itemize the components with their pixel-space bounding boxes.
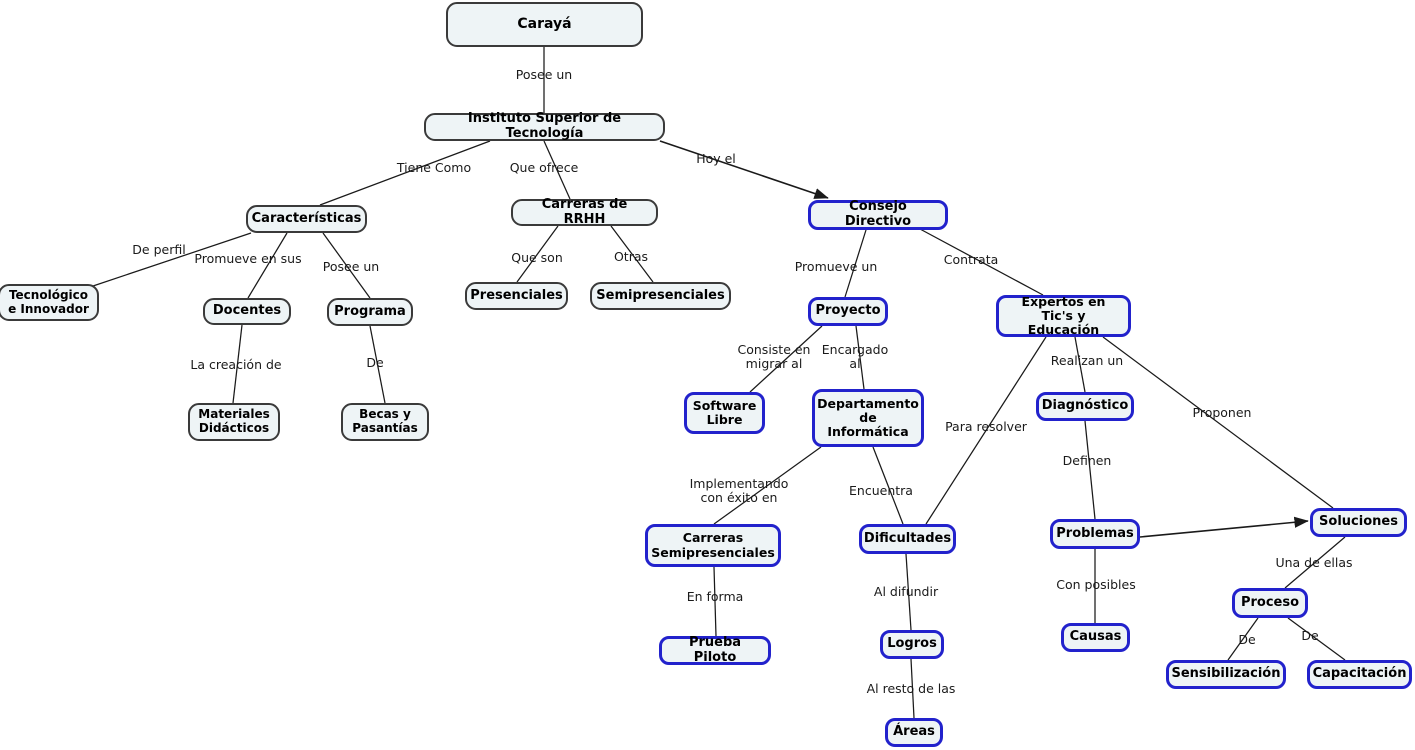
node-capacitacion[interactable]: Capacitación [1307, 660, 1412, 689]
edge-label-posee-un: Posee un [515, 67, 573, 82]
node-software[interactable]: Software Libre [684, 392, 765, 434]
edge-label-la-creacion-de: La creación de [190, 357, 282, 372]
node-semipresenciales[interactable]: Semipresenciales [590, 282, 731, 310]
edge-label-al-resto-de-las: Al resto de las [866, 681, 956, 696]
edge-label-encuentra: Encuentra [849, 483, 913, 498]
edge-label-definen: Definen [1062, 453, 1112, 468]
node-carreras_semi[interactable]: Carreras Semipresenciales [645, 524, 781, 567]
node-instituto[interactable]: Instituto Superior de Tecnología [424, 111, 665, 141]
node-diagnostico[interactable]: Diagnóstico [1036, 392, 1134, 421]
edge-label-tiene-como: Tiene Como [396, 160, 472, 175]
edge-label-de: De [366, 355, 384, 370]
node-soluciones[interactable]: Soluciones [1310, 508, 1407, 537]
edge-label-con-posibles: Con posibles [1056, 577, 1136, 592]
node-problemas[interactable]: Problemas [1050, 519, 1140, 549]
edge-label-de: De [1238, 632, 1256, 647]
edge-label-contrata: Contrata [943, 252, 999, 267]
node-carreras_rrhh[interactable]: Carreras de RRHH [511, 197, 658, 226]
node-proceso[interactable]: Proceso [1232, 588, 1308, 618]
edge-label-posee-un: Posee un [322, 259, 380, 274]
node-sensibilizacion[interactable]: Sensibilización [1166, 660, 1286, 689]
edge-label-al-difundir: Al difundir [873, 584, 939, 599]
edge-label-promueve-un: Promueve un [794, 259, 878, 274]
node-docentes[interactable]: Docentes [203, 298, 291, 325]
edge-label-proponen: Proponen [1192, 405, 1252, 420]
edge-instituto-to-consejo [659, 140, 829, 199]
edge-label-en-forma: En forma [686, 589, 744, 604]
edge-expertos-to-soluciones [1102, 336, 1334, 509]
node-presenciales[interactable]: Presenciales [465, 282, 568, 310]
edge-label-una-de-ellas: Una de ellas [1275, 555, 1353, 570]
node-proyecto[interactable]: Proyecto [808, 297, 888, 326]
node-prueba_piloto[interactable]: Prueba Piloto [659, 635, 771, 665]
node-departamento[interactable]: Departamento de Informática [812, 389, 924, 447]
edge-label-otras: Otras [613, 249, 649, 264]
edge-label-que-ofrece: Que ofrece [509, 160, 579, 175]
edge-label-implementando-con-exito-en: Implementando con éxito en [689, 476, 789, 506]
edge-label-de-perfil: De perfil [132, 242, 186, 257]
edge-label-de: De [1301, 628, 1319, 643]
edge-label-hoy-el: Hoy el [696, 151, 736, 166]
node-areas[interactable]: Áreas [885, 718, 943, 747]
node-materiales[interactable]: Materiales Didácticos [188, 403, 280, 441]
node-dificultades[interactable]: Dificultades [859, 524, 956, 554]
edge-label-para-resolver: Para resolver [945, 419, 1027, 434]
edge-label-que-son: Que son [511, 250, 563, 265]
edge-problemas-to-soluciones [1139, 516, 1309, 538]
edge-label-consiste-en-migrar-al: Consiste en migrar al [737, 342, 811, 372]
node-tecnologico[interactable]: Tecnológico e Innovador [0, 284, 99, 321]
node-caracteristicas[interactable]: Características [246, 205, 367, 233]
edge-label-realizan-un: Realizan un [1050, 353, 1124, 368]
node-caraya[interactable]: Carayá [446, 2, 643, 47]
node-causas[interactable]: Causas [1061, 623, 1130, 652]
node-expertos[interactable]: Expertos en Tic's y Educación [996, 294, 1131, 337]
node-logros[interactable]: Logros [880, 630, 944, 659]
node-becas[interactable]: Becas y Pasantías [341, 403, 429, 441]
edge-diagnostico-to-problemas [1084, 420, 1096, 520]
node-consejo[interactable]: Consejo Directivo [808, 199, 948, 230]
edge-label-promueve-en-sus: Promueve en sus [194, 251, 302, 266]
node-programa[interactable]: Programa [327, 298, 413, 326]
edge-label-encargado-al: Encargado al [821, 342, 889, 372]
